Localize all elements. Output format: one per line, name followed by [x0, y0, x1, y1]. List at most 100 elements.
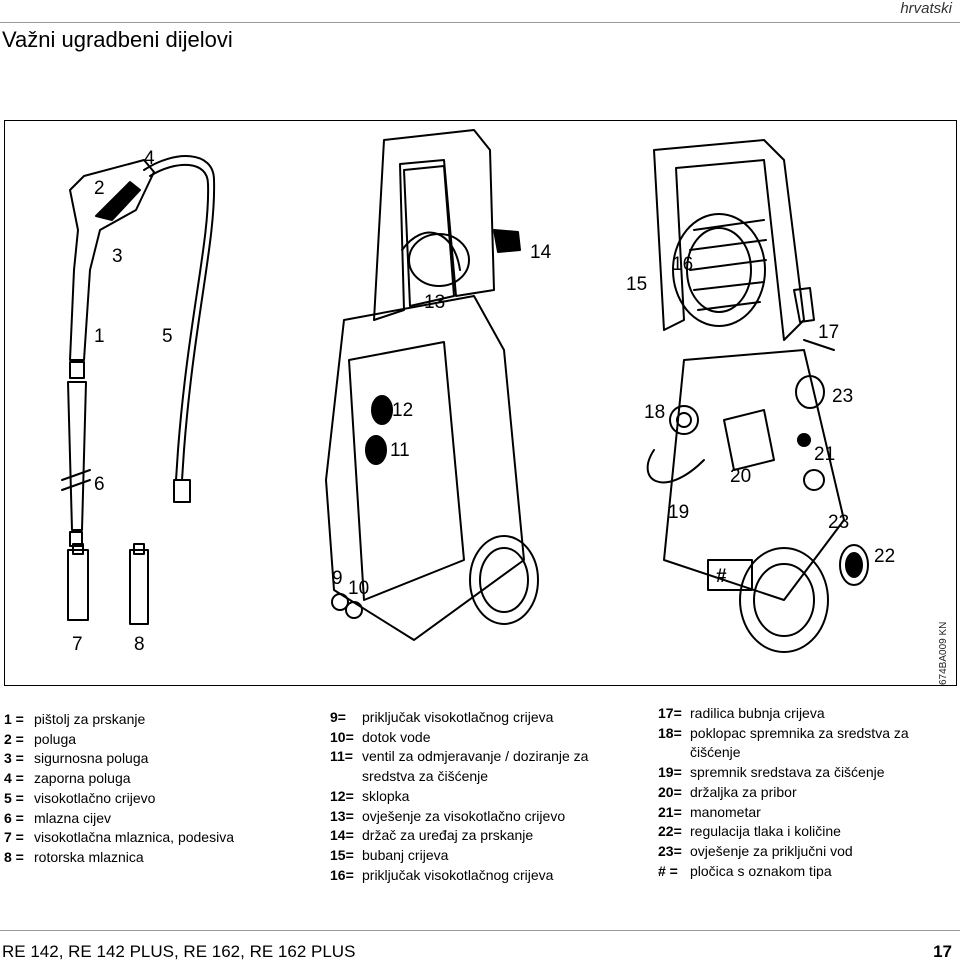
- legend-key: 21=: [658, 803, 682, 820]
- label-9: 9: [332, 568, 343, 589]
- footer-divider: [0, 930, 960, 931]
- legend-key: 7 =: [4, 829, 24, 846]
- legend-item: 6 = mlazna cijev: [4, 809, 234, 829]
- legend-text: sredstva za čišćenje: [362, 768, 489, 785]
- label-2: 2: [94, 178, 105, 199]
- spray-gun-drawing: [61, 155, 216, 625]
- legend-item: 12= sklopka: [330, 787, 588, 807]
- label-22: 22: [874, 546, 896, 567]
- legend-key: 15=: [330, 846, 354, 863]
- label-16: 16: [672, 254, 694, 275]
- page-number: 17: [933, 942, 952, 961]
- footer-models: RE 142, RE 142 PLUS, RE 162, RE 162 PLUS: [2, 942, 356, 961]
- legend-item: 16=priključak visokotlačnog crijeva: [330, 866, 588, 886]
- legend-key: 16=: [330, 866, 354, 883]
- legend-text: zaporna poluga: [34, 770, 131, 787]
- legend-item: 20= držaljka za pribor: [658, 783, 909, 803]
- legend-item: 1 = pištolj za prskanje: [4, 710, 234, 730]
- legend-key: 1 =: [4, 711, 24, 727]
- legend-text: mlazna cijev: [34, 809, 112, 826]
- legend-key: 20=: [658, 783, 682, 800]
- legend-key: 19=: [658, 764, 682, 781]
- label-13: 13: [424, 292, 446, 313]
- legend-item: # = pločica s oznakom tipa: [658, 862, 909, 882]
- legend-key: 2 =: [4, 730, 24, 747]
- legend-text: dotok vode: [362, 728, 431, 745]
- label-12: 12: [392, 400, 414, 421]
- figure-code: 674BA009 KN: [938, 621, 949, 685]
- legend-text: držač za uređaj za prskanje: [362, 827, 534, 844]
- legend-item: 8 = rotorska mlaznica: [4, 848, 234, 868]
- parts-illustration: [61, 129, 869, 653]
- page-title: Važni ugradbeni dijelovi: [2, 27, 233, 52]
- legend-text: ventil za odmjeravanje / doziranje za: [362, 748, 589, 765]
- label-18: 18: [644, 402, 666, 423]
- label-19: 19: [668, 502, 690, 523]
- label-8: 8: [134, 634, 145, 655]
- legend-text: ovješenje za priključni vod: [690, 842, 853, 859]
- label-4: 4: [144, 148, 155, 169]
- legend-text: regulacija tlaka i količine: [690, 823, 841, 840]
- label-1: 1: [94, 326, 105, 347]
- figure-frame: [4, 120, 957, 686]
- label-23-bottom: 23: [828, 512, 850, 533]
- legend-text: pločica s oznakom tipa: [690, 862, 832, 879]
- legend-item: 21= manometar: [658, 803, 909, 823]
- legend-text: držaljka za pribor: [690, 783, 797, 800]
- legend-item: 13= ovješenje za visokotlačno crijevo: [330, 807, 588, 827]
- label-5: 5: [162, 326, 173, 347]
- legend-text: ovješenje za visokotlačno crijevo: [362, 807, 566, 824]
- legend-key: 10=: [330, 728, 354, 745]
- legend-key: 6 =: [4, 809, 24, 826]
- label-7: 7: [72, 634, 83, 655]
- label-14: 14: [530, 242, 552, 263]
- legend-item: 14= držač za uređaj za prskanje: [330, 826, 588, 846]
- legend-text: radilica bubnja crijeva: [690, 705, 825, 721]
- pressure-washer-back-drawing: [646, 139, 869, 653]
- legend-text: manometar: [690, 803, 761, 820]
- legend-text: visokotlačna mlaznica, podesiva: [34, 829, 234, 846]
- legend-key: 5 =: [4, 789, 24, 806]
- legend-item: 9= priključak visokotlačnog crijeva: [330, 708, 588, 728]
- pressure-washer-front-drawing: [325, 129, 539, 641]
- legend-item: 3 =sigurnosna poluga: [4, 749, 234, 769]
- label-11: 11: [390, 440, 410, 461]
- legend-item: 2 =poluga: [4, 730, 234, 750]
- legend-key: 12=: [330, 787, 354, 804]
- legend-text: bubanj crijeva: [362, 846, 449, 863]
- legend-key: 4 =: [4, 770, 24, 787]
- legend-key: 18=: [658, 724, 682, 741]
- legend-key: 14=: [330, 827, 354, 844]
- legend-key: 9=: [330, 709, 346, 725]
- legend-text: rotorska mlaznica: [34, 848, 144, 865]
- label-15: 15: [626, 274, 648, 295]
- legend-item: 11= ventil za odmjeravanje / doziranje za: [330, 747, 588, 767]
- language-label: hrvatski: [900, 0, 952, 17]
- legend-text: visokotlačno crijevo: [34, 789, 156, 806]
- legend-key: 13=: [330, 807, 354, 824]
- legend-key: 8 =: [4, 848, 24, 865]
- legend-key: 3 =: [4, 750, 24, 767]
- legend-key: 23=: [658, 842, 682, 859]
- legend-text: priključak visokotlačnog crijeva: [362, 709, 554, 725]
- legend-item: 10= dotok vode: [330, 728, 588, 748]
- label-6: 6: [94, 474, 105, 495]
- legend-text: sklopka: [362, 787, 410, 804]
- label-23-top: 23: [832, 386, 854, 407]
- legend-key: 22=: [658, 823, 682, 840]
- legend-text: čišćenje: [690, 744, 741, 761]
- legend-item: 19=spremnik sredstava za čišćenje: [658, 763, 909, 783]
- legend-item: 22= regulacija tlaka i količine: [658, 822, 909, 842]
- legend-item: 17= radilica bubnja crijeva: [658, 704, 909, 724]
- legend-item: 7 = visokotlačna mlaznica, podesiva: [4, 828, 234, 848]
- legend-key: 11=: [330, 748, 353, 765]
- label-20: 20: [730, 466, 752, 487]
- legend-text: pištolj za prskanje: [34, 711, 146, 727]
- label-3: 3: [112, 246, 123, 267]
- legend-key: # =: [658, 862, 678, 879]
- legend-item: čišćenje: [658, 743, 909, 763]
- legend-key: 17=: [658, 705, 682, 721]
- legend-item: sredstva za čišćenje: [330, 767, 588, 787]
